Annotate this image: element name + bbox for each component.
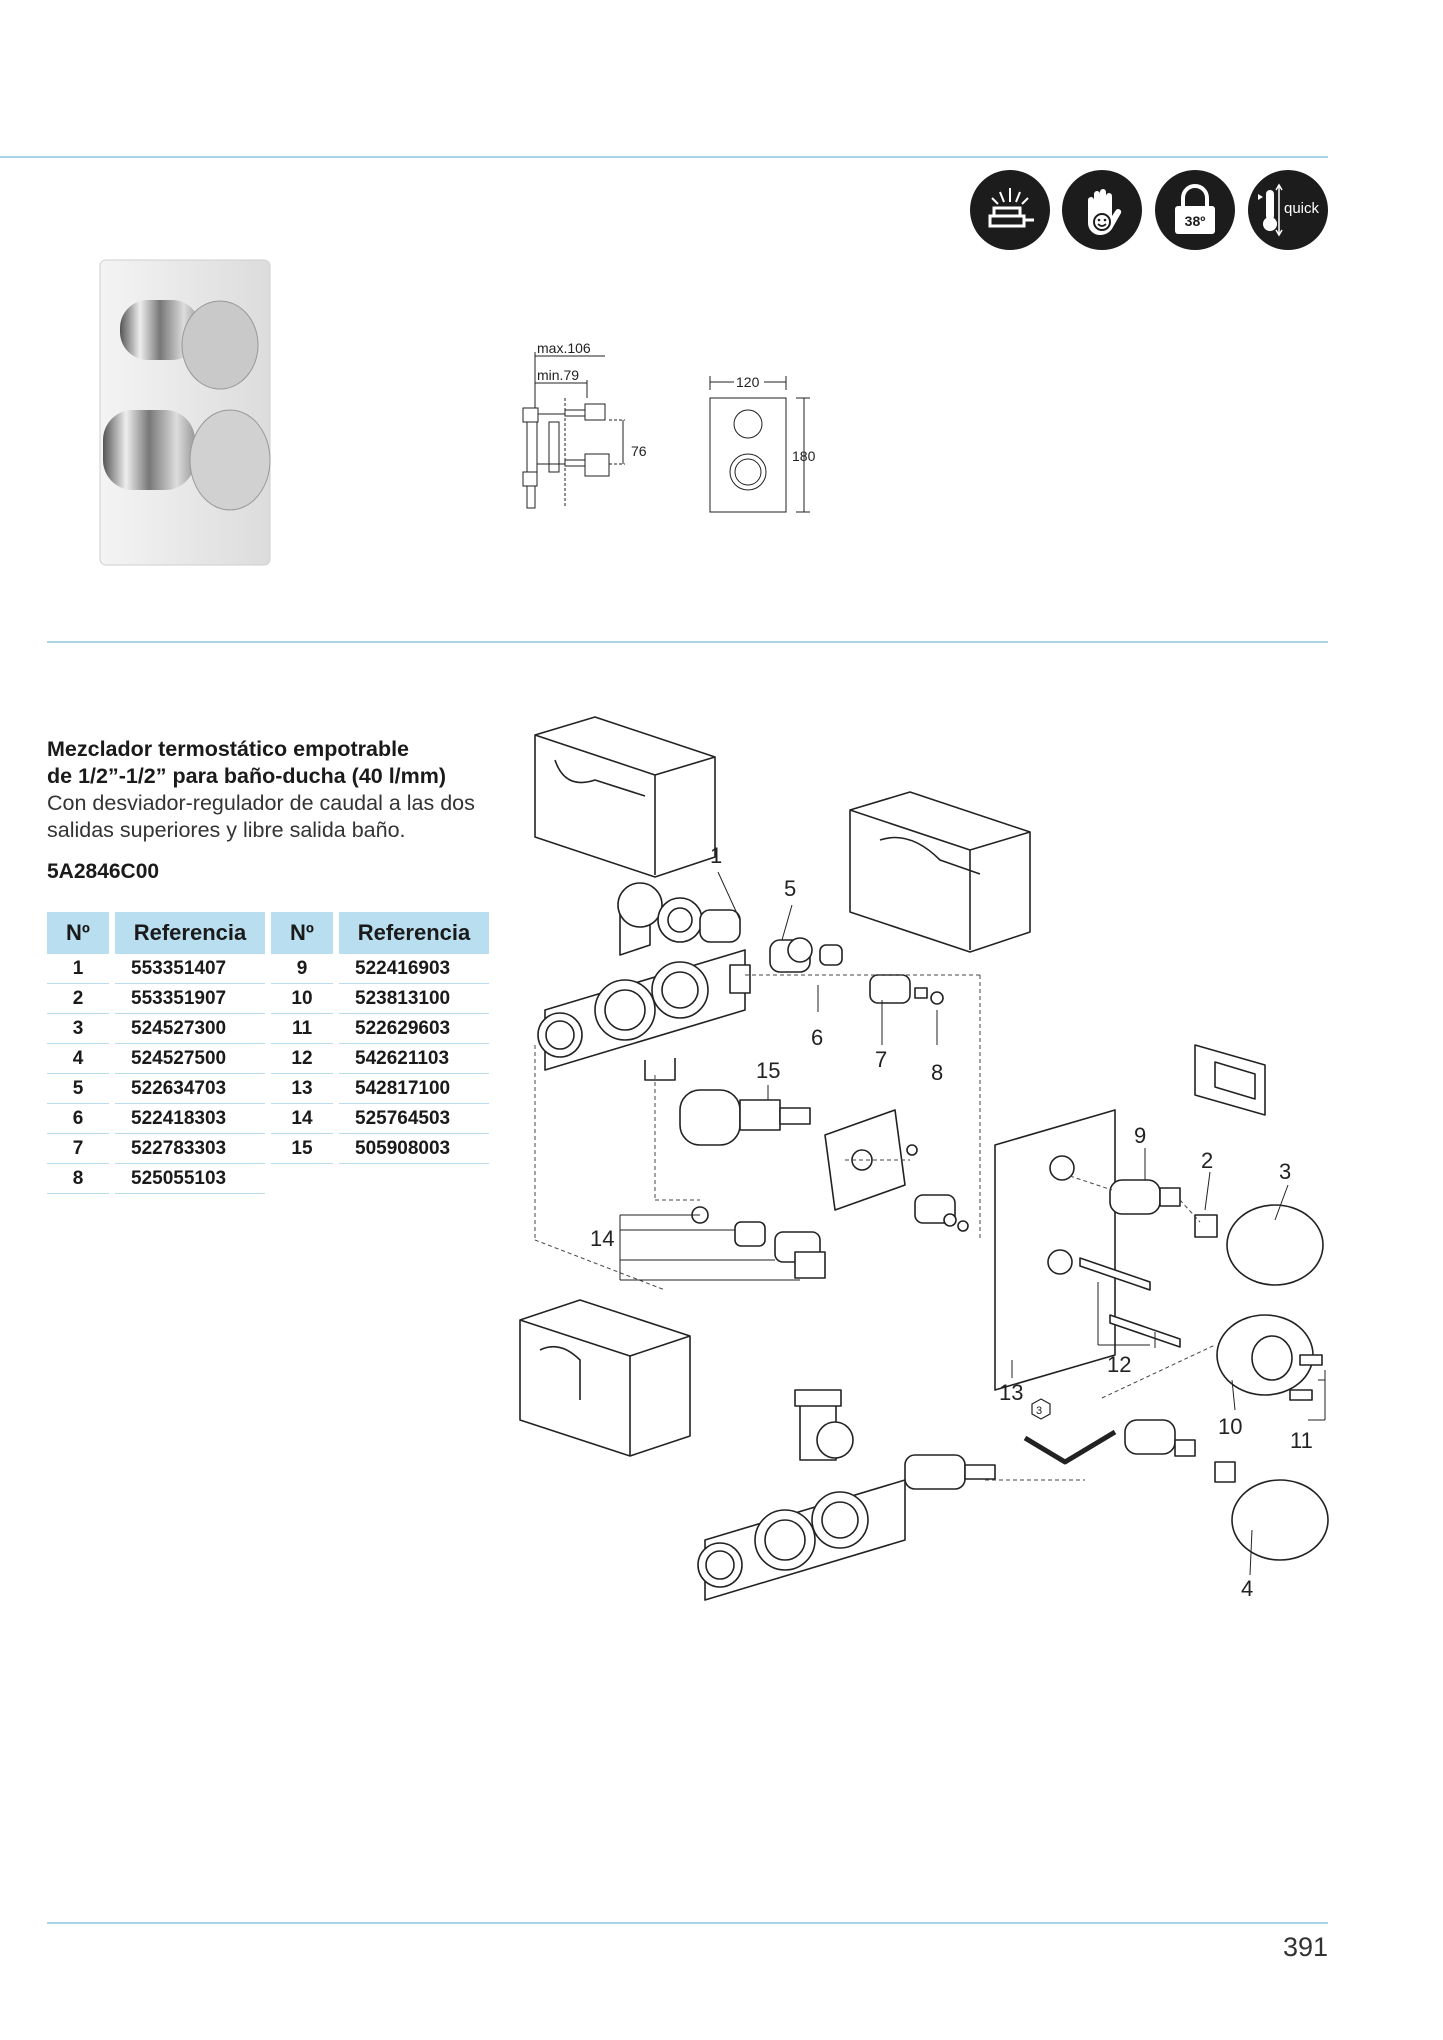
reference-code: 553351907 [115, 984, 265, 1014]
part-number: 12 [271, 1044, 333, 1074]
reference-code: 505908003 [339, 1134, 489, 1164]
part-number: 13 [271, 1074, 333, 1104]
reference-code: 524527500 [115, 1044, 265, 1074]
reference-code: 522416903 [339, 954, 489, 984]
reference-code: 523813100 [339, 984, 489, 1014]
table-header-referencia: Referencia [115, 912, 265, 954]
top-rule [0, 156, 1328, 158]
part-label-12: 12 [1107, 1352, 1132, 1377]
reference-code: 524527300 [115, 1014, 265, 1044]
reference-code: 542621103 [339, 1044, 489, 1074]
part-number: 4 [47, 1044, 109, 1074]
part-label-15: 15 [756, 1058, 781, 1083]
part-label-7: 7 [875, 1047, 888, 1072]
part-label-10: 10 [1218, 1414, 1243, 1439]
part-number: 3 [47, 1014, 109, 1044]
part-label-6: 6 [811, 1025, 824, 1050]
reference-code: 542817100 [339, 1074, 489, 1104]
part-number: 14 [271, 1104, 333, 1134]
dimension-height: 180 [792, 448, 816, 464]
table-header-nr: Nº [47, 912, 109, 954]
part-number: 1 [47, 954, 109, 984]
part-number: 6 [47, 1104, 109, 1134]
dimension-min: min.79 [537, 367, 579, 383]
part-number: 11 [271, 1014, 333, 1044]
product-description-line1: Con desviador-regulador de caudal a las … [47, 791, 475, 815]
reference-code: 522634703 [115, 1074, 265, 1104]
temperature-lock-icon: 38º [1155, 170, 1235, 250]
reference-code: 525764503 [339, 1104, 489, 1134]
quick-label: quick [1284, 200, 1320, 217]
reference-code: 522783303 [115, 1134, 265, 1164]
product-title-line1: Mezclador termostático empotrable [47, 737, 410, 761]
dimension-depth: 76 [631, 443, 647, 459]
middle-rule [47, 641, 1328, 643]
part-label-9: 9 [1134, 1123, 1147, 1148]
quick-thermometer-icon: quick [1248, 170, 1328, 250]
part-label-14: 14 [590, 1226, 615, 1251]
part-number: 8 [47, 1164, 109, 1194]
product-photo [99, 259, 271, 566]
safe-touch-hand-icon [1062, 170, 1142, 250]
part-number: 7 [47, 1134, 109, 1164]
part-number: 10 [271, 984, 333, 1014]
dimension-width: 120 [736, 374, 760, 390]
part-label-5: 5 [784, 876, 797, 901]
part-label-13: 13 [999, 1380, 1024, 1405]
part-number: 2 [47, 984, 109, 1014]
part-label-2: 2 [1201, 1148, 1214, 1173]
table-header-nr: Nº [271, 912, 333, 954]
part-number: 15 [271, 1134, 333, 1164]
reference-code: 525055103 [115, 1164, 265, 1194]
reference-code: 522629603 [339, 1014, 489, 1044]
ecostop-cold-icon [970, 170, 1050, 250]
dimension-drawing-side: max.106 min.79 76 [522, 340, 647, 509]
product-description-line2: salidas superiores y libre salida baño. [47, 818, 406, 842]
product-code: 5A2846C00 [47, 860, 160, 883]
part-number: 9 [271, 954, 333, 984]
part-number: 5 [47, 1074, 109, 1104]
bottom-rule [47, 1922, 1328, 1924]
temperature-limit-label: 38º [1185, 213, 1206, 229]
dimension-max: max.106 [537, 340, 591, 356]
page-number: 391 [1283, 1932, 1329, 1962]
product-title-line2: de 1/2”-1/2” para baño-ducha (40 l/mm) [47, 764, 447, 788]
reference-code: 553351407 [115, 954, 265, 984]
part-label-3: 3 [1279, 1159, 1292, 1184]
part-label-1: 1 [710, 843, 723, 868]
table-header-referencia: Referencia [339, 912, 489, 954]
dimension-drawing-front: 120 180 [709, 374, 816, 513]
allen-key-size-label: 3 [1036, 1405, 1042, 1417]
part-label-11: 11 [1290, 1428, 1313, 1453]
part-label-4: 4 [1241, 1576, 1254, 1601]
table-header-row: Nº Referencia Nº Referencia [47, 912, 489, 954]
product-title: Mezclador termostático empotrable de 1/2… [47, 736, 527, 844]
part-label-8: 8 [931, 1060, 944, 1085]
reference-code: 522418303 [115, 1104, 265, 1134]
